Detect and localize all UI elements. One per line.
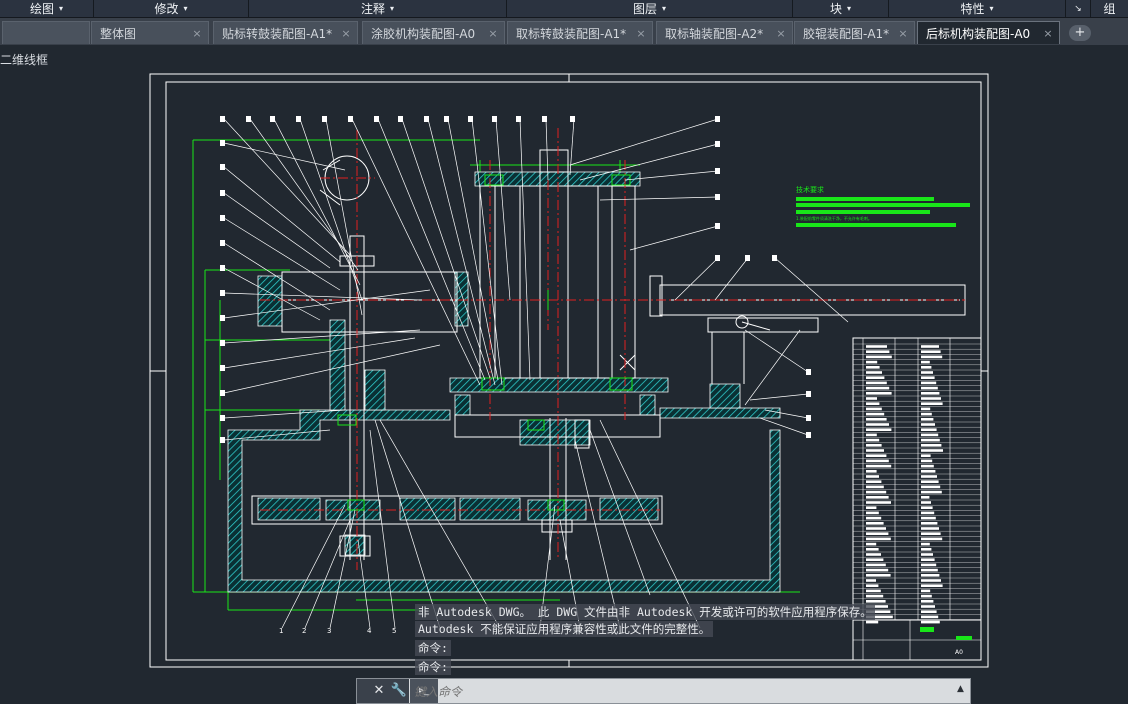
close-icon[interactable]: ✕	[369, 679, 389, 703]
tab-label: 贴标转鼓装配图-A1*	[222, 26, 333, 41]
dropdown-arrow-icon: ▾	[989, 4, 994, 13]
part-number: 2	[302, 627, 306, 635]
tab-pickup-shaft[interactable]: 取标轴装配图-A2* ×	[656, 21, 793, 44]
part-number: 5	[392, 627, 396, 635]
ribbon-panel-groups[interactable]: 组	[1091, 0, 1128, 17]
tab-label: 涂胶机构装配图-A0	[371, 26, 476, 41]
panel-label: 组	[1103, 2, 1116, 16]
command-history-line: 命令:	[415, 640, 451, 656]
dimension-lines	[192, 139, 800, 611]
dropdown-arrow-icon: ▾	[847, 4, 852, 13]
center-lines	[260, 128, 965, 570]
tab-label: 取标轴装配图-A2*	[665, 26, 764, 41]
panel-label: 块	[829, 2, 842, 16]
close-icon[interactable]: ×	[776, 26, 786, 40]
ribbon-panel-properties[interactable]: 特性 ▾	[889, 0, 1066, 17]
command-input[interactable]	[412, 681, 956, 703]
tab-start[interactable]	[2, 21, 90, 44]
command-history-line: Autodesk 不能保证应用程序兼容性或此文件的完整性。	[415, 621, 714, 637]
dropdown-arrow-icon: ▾	[183, 4, 188, 13]
new-tab-button[interactable]: +	[1069, 25, 1091, 41]
tech-requirements-note: 1.装配前零件须清洗干净，不允许有毛刺。	[796, 215, 872, 221]
sheet-inner-border	[165, 81, 982, 661]
dropdown-arrow-icon: ▾	[59, 4, 64, 13]
drag-grip-icon[interactable]	[357, 679, 369, 703]
title-block-tag: A0	[955, 649, 963, 656]
panel-label: 图层	[632, 2, 657, 16]
ribbon-panel-draw[interactable]: 绘图 ▾	[0, 0, 94, 17]
ribbon-panel-annotate[interactable]: 注释 ▾	[249, 0, 507, 17]
panel-label: 修改	[154, 2, 179, 16]
viewport-style-label[interactable]: 二维线框	[0, 53, 49, 67]
close-icon[interactable]: ×	[1043, 26, 1053, 40]
dropdown-arrow-icon: ▾	[390, 4, 395, 13]
centering-marks	[150, 74, 988, 667]
dropdown-arrow-icon: ▾	[662, 4, 667, 13]
close-icon[interactable]: ×	[192, 26, 202, 40]
balloon-markers	[220, 116, 811, 443]
close-icon[interactable]: ×	[636, 26, 646, 40]
history-scroll-up-icon[interactable]: ▲	[957, 684, 964, 694]
close-icon[interactable]: ×	[341, 26, 351, 40]
part-number: 1	[279, 627, 283, 635]
close-icon[interactable]: ×	[488, 26, 498, 40]
panel-label: 绘图	[29, 2, 54, 16]
part-number: 4	[367, 627, 372, 635]
tab-pickup-drum[interactable]: 取标转鼓装配图-A1* ×	[507, 21, 653, 44]
tab-glue-roller[interactable]: 胶辊装配图-A1* ×	[794, 21, 915, 44]
part-number-labels: 1 2 3 4 5	[279, 627, 396, 635]
tech-requirements-text	[796, 197, 970, 227]
dialog-launcher-icon: ↘	[1074, 3, 1082, 14]
tab-rear-label-mechanism[interactable]: 后标机构装配图-A0 ×	[917, 21, 1060, 44]
bearing-markers	[337, 174, 633, 511]
tech-requirements-title: 技术要求	[796, 185, 824, 194]
tab-label: 取标转鼓装配图-A1*	[516, 26, 627, 41]
ribbon-panel-block[interactable]: 块▾	[793, 0, 889, 17]
command-history-line: 非 Autodesk DWG。 此 DWG 文件由非 Autodesk 开发或许…	[415, 604, 875, 620]
file-tab-bar: 整体图 × 贴标转鼓装配图-A1* × 涂胶机构装配图-A0 × 取标转鼓装配图-A1…	[0, 18, 1128, 45]
panel-label: 注释	[360, 2, 385, 16]
ribbon-panel-modify[interactable]: 修改 ▾	[94, 0, 249, 17]
tab-label: 后标机构装配图-A0	[926, 26, 1031, 41]
part-number: 3	[327, 627, 331, 635]
close-icon[interactable]: ×	[898, 26, 908, 40]
leader-lines	[223, 118, 849, 629]
tab-label: 胶辊装配图-A1*	[803, 26, 890, 41]
tab-glue-mechanism[interactable]: 涂胶机构装配图-A0 ×	[362, 21, 505, 44]
ribbon-panel-layers[interactable]: 图层 ▾	[507, 0, 793, 17]
tab-overall-drawing[interactable]: 整体图 ×	[91, 21, 209, 44]
ribbon-panel-bar: 绘图▾ 修改▾ 注释▾ 图层▾ 块▾ 特性▾ ↘ 组	[0, 0, 1128, 18]
command-history-line: 命令:	[415, 659, 451, 675]
properties-launcher-button[interactable]: ↘	[1066, 0, 1091, 17]
wrench-icon[interactable]: 🔧	[389, 679, 409, 703]
tab-label-drum-assembly[interactable]: 贴标转鼓装配图-A1* ×	[213, 21, 358, 44]
panel-label: 特性	[960, 2, 985, 16]
tab-label: 整体图	[100, 26, 137, 41]
